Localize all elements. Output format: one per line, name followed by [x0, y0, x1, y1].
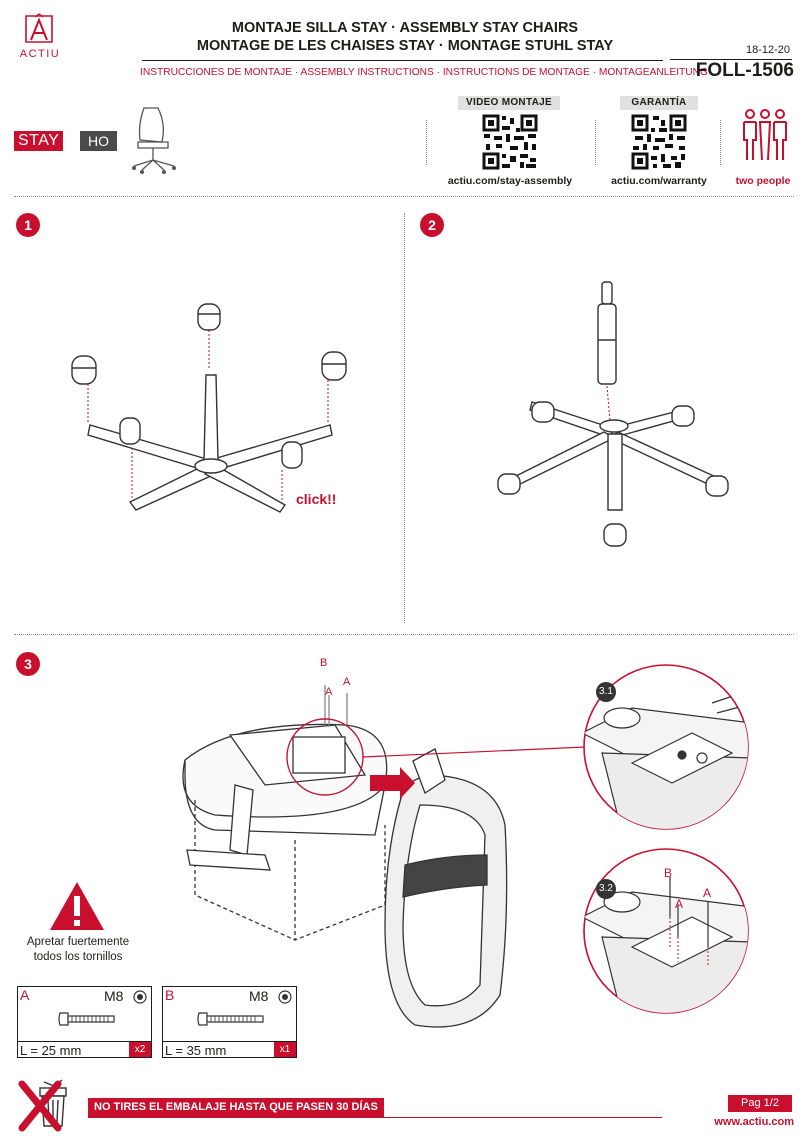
brand-name: ACTIU — [19, 48, 61, 60]
video-qr-code-icon[interactable] — [482, 114, 538, 170]
packaging-notice: NO TIRES EL EMBALAJE HASTA QUE PASEN 30 … — [88, 1098, 384, 1117]
warranty-qr-code-icon[interactable] — [631, 114, 687, 170]
video-url-link[interactable]: actiu.com/stay-assembly — [447, 175, 573, 187]
screw-head-top-icon — [278, 990, 292, 1004]
variant-tag: HO — [80, 131, 117, 151]
screw-a-letter: A — [20, 987, 30, 1003]
header-divider — [14, 196, 794, 197]
screw-label-a-top-1: A — [325, 686, 333, 698]
warranty-label: GARANTÍA — [620, 96, 698, 110]
two-people-label: two people — [735, 175, 791, 187]
document-code: FOLL-1506 — [695, 60, 794, 81]
gas-lift-into-base-illustration — [497, 281, 729, 547]
screw-a-size: M8 — [104, 988, 124, 1004]
warranty-url-link[interactable]: actiu.com/warranty — [611, 175, 707, 187]
star-base-with-casters-illustration — [71, 303, 347, 513]
screw-b-qty: x1 — [274, 1042, 296, 1057]
chair-thumbnail-icon — [132, 107, 176, 174]
screw-a-qty: x2 — [129, 1042, 151, 1057]
model-tag: STAY — [14, 131, 64, 151]
screw-head-top-icon — [133, 990, 147, 1004]
warning-text-line-2: todos los tornillos — [33, 951, 123, 963]
detail-3-1-zoom-illustration[interactable] — [582, 663, 750, 831]
screw-a-card: A M8 L = 25 mm x2 — [17, 986, 152, 1058]
brand-logo: ACTIU — [14, 12, 66, 64]
screw-b-letter: B — [165, 987, 175, 1003]
detail-label-a-1: A — [675, 897, 684, 911]
detail-label-a-2: A — [703, 886, 712, 900]
screw-a-length: L = 25 mm — [20, 1043, 82, 1058]
screw-label-b-top: B — [320, 657, 328, 669]
screw-b-card: B M8 L = 35 mm x1 — [162, 986, 297, 1058]
detail-3-1-badge: 3.1 — [596, 682, 616, 702]
screw-label-a-top-2: A — [343, 676, 351, 688]
title-line-1: MONTAJE SILLA STAY · ASSEMBLY STAY CHAIR… — [231, 20, 579, 36]
video-label: VIDEO MONTAJE — [458, 96, 560, 110]
warning-triangle-icon — [50, 882, 104, 930]
step-1-badge: 1 — [16, 213, 40, 237]
warning-text-line-1: Apretar fuertemente — [26, 936, 130, 948]
two-people-icon — [743, 109, 787, 161]
section-divider — [14, 634, 794, 635]
screw-b-length: L = 35 mm — [165, 1043, 227, 1058]
title-line-2: MONTAGE DE LES CHAISES STAY · MONTAGE ST… — [196, 38, 614, 54]
click-callout: click!! — [296, 491, 337, 507]
no-discard-bin-icon — [18, 1079, 67, 1132]
step-2-badge: 2 — [420, 213, 444, 237]
document-date: 18-12-20 — [746, 44, 791, 56]
detail-3-2-zoom-illustration[interactable] — [582, 847, 750, 1015]
actiu-logo-icon — [25, 13, 53, 43]
date-rule — [670, 59, 792, 60]
step-3-badge: 3 — [16, 652, 40, 676]
website-link[interactable]: www.actiu.com — [714, 1116, 794, 1128]
screw-b-icon — [197, 1012, 264, 1026]
detail-label-b: B — [664, 866, 673, 880]
step-divider-vertical — [404, 213, 405, 623]
page-indicator: Pag 1/2 — [728, 1095, 792, 1112]
screw-a-icon — [58, 1012, 115, 1026]
header-subtitle: INSTRUCCIONES DE MONTAJE · ASSEMBLY INST… — [140, 67, 708, 78]
screw-b-size: M8 — [249, 988, 269, 1004]
detail-3-2-badge: 3.2 — [596, 879, 616, 899]
footer-rule — [88, 1117, 662, 1118]
seat-and-backrest-assembly-illustration — [182, 685, 586, 1028]
header-rule — [142, 60, 663, 61]
